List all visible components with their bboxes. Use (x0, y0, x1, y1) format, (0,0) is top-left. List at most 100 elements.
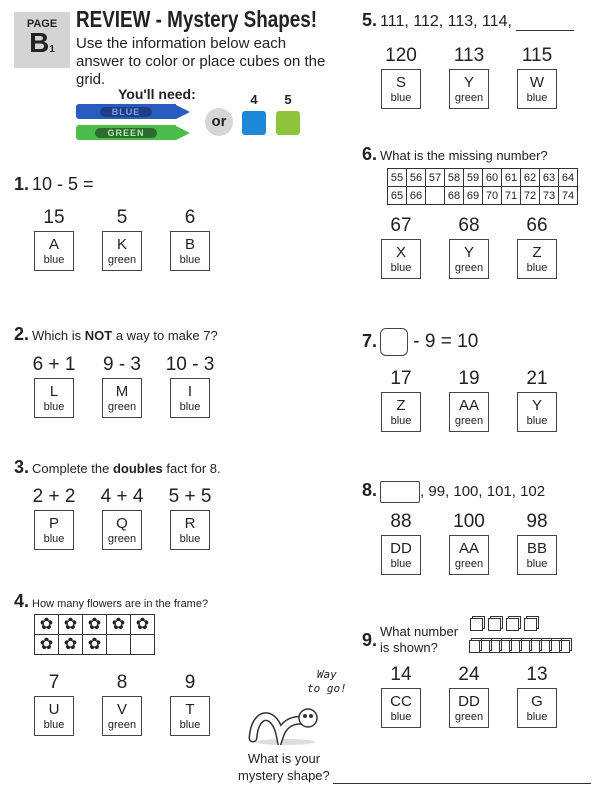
answer-choice[interactable]: 113 Y green (449, 45, 489, 109)
answers-q8: 88 DD blue 100 AA green 98 BB blue (381, 511, 557, 575)
answer-box[interactable]: S blue (381, 69, 421, 109)
answer-value: 5 (116, 207, 128, 228)
answer-choice[interactable]: 19 AA green (449, 368, 489, 432)
answer-box[interactable]: G blue (517, 688, 557, 728)
answer-value: 24 (458, 664, 480, 685)
answer-box[interactable]: A blue (34, 231, 74, 271)
flower-icon: ✿ (39, 635, 54, 653)
answer-choice[interactable]: 7 U blue (34, 672, 74, 736)
answer-box[interactable]: I blue (170, 378, 210, 418)
answer-color: blue (390, 91, 412, 104)
answer-choice[interactable]: 14 CC blue (381, 664, 421, 728)
answer-box[interactable]: X blue (381, 239, 421, 279)
grid-cell: 68 (444, 186, 464, 205)
answer-choice[interactable]: 98 BB blue (517, 511, 557, 575)
or-label: or (205, 108, 233, 136)
answer-box[interactable]: Q green (102, 510, 142, 550)
answer-choice[interactable]: 5 + 5 R blue (169, 486, 211, 550)
answer-letter: U (48, 700, 60, 718)
blue-cube-icon (242, 111, 266, 135)
answer-box[interactable]: M green (102, 378, 142, 418)
answer-color: blue (390, 414, 412, 427)
answer-choice[interactable]: 120 S blue (381, 45, 421, 109)
answer-box[interactable]: AA green (449, 535, 489, 575)
answer-color: blue (43, 718, 65, 731)
answer-value: 100 (453, 511, 485, 532)
answer-color: blue (179, 532, 201, 545)
answer-box[interactable]: DD green (449, 688, 489, 728)
answer-letter: L (49, 382, 59, 400)
answer-choice[interactable]: 6 B blue (170, 207, 210, 271)
answer-letter: DD (458, 692, 480, 710)
answer-choice[interactable]: 67 X blue (381, 215, 421, 279)
answers-q4: 7 U blue 8 V green 9 T blue (34, 672, 210, 736)
answer-box[interactable]: V green (102, 696, 142, 736)
answer-box[interactable]: B blue (170, 231, 210, 271)
answer-box[interactable]: T blue (170, 696, 210, 736)
answer-choice[interactable]: 9 - 3 M green (102, 354, 142, 418)
grid-cell: 65 (387, 186, 407, 205)
answer-value: 19 (458, 368, 480, 389)
answer-color: green (454, 261, 484, 274)
answer-box[interactable]: W blue (517, 69, 557, 109)
answer-value: 9 - 3 (102, 354, 142, 375)
page-label: PAGE (26, 18, 58, 30)
answer-color: green (107, 532, 137, 545)
question-6: 6.What is the missing number? (362, 144, 548, 164)
answer-box[interactable]: L blue (34, 378, 74, 418)
answer-choice[interactable]: 88 DD blue (381, 511, 421, 575)
question-1: 1.10 - 5 = (14, 174, 94, 194)
answer-box[interactable]: K green (102, 231, 142, 271)
question-4: 4.How many flowers are in the frame? (14, 591, 209, 611)
answer-choice[interactable]: 10 - 3 I blue (166, 354, 214, 418)
answer-value: 21 (526, 368, 548, 389)
answer-letter: Z (532, 243, 542, 261)
blue-crayon-icon: BLUE (76, 104, 190, 119)
answer-box[interactable]: Y green (449, 239, 489, 279)
answer-choice[interactable]: 21 Y blue (517, 368, 557, 432)
answer-blank-q8[interactable] (380, 481, 421, 504)
answer-box[interactable]: U blue (34, 696, 74, 736)
grid-cell: 73 (539, 186, 559, 205)
answer-choice[interactable]: 9 T blue (170, 672, 210, 736)
answer-box[interactable]: Y green (449, 69, 489, 109)
answer-box[interactable]: Y blue (517, 392, 557, 432)
answer-letter: I (187, 382, 193, 400)
green-cube-icon (276, 111, 300, 135)
answer-choice[interactable]: 13 G blue (517, 664, 557, 728)
answer-choice[interactable]: 17 Z blue (381, 368, 421, 432)
answer-box[interactable]: P blue (34, 510, 74, 550)
answer-letter: Q (116, 514, 128, 532)
answer-choice[interactable]: 8 V green (102, 672, 142, 736)
answer-letter: Z (396, 396, 406, 414)
answer-blank-q7[interactable] (380, 328, 409, 356)
answer-box[interactable]: AA green (449, 392, 489, 432)
answer-box[interactable]: Z blue (517, 239, 557, 279)
answer-choice[interactable]: 15 A blue (34, 207, 74, 271)
answer-choice[interactable]: 100 AA green (449, 511, 489, 575)
worm-icon (248, 708, 318, 745)
ones-cube-icon (506, 618, 519, 631)
answer-letter: AA (458, 539, 479, 557)
answer-choice[interactable]: 4 + 4 Q green (101, 486, 143, 550)
answer-choice[interactable]: 68 Y green (449, 215, 489, 279)
answer-choice[interactable]: 66 Z blue (517, 215, 557, 279)
answer-box[interactable]: R blue (170, 510, 210, 550)
answer-box[interactable]: CC blue (381, 688, 421, 728)
answer-choice[interactable]: 24 DD green (449, 664, 489, 728)
answer-color: blue (179, 400, 201, 413)
answer-letter: CC (390, 692, 412, 710)
answer-box[interactable]: BB blue (517, 535, 557, 575)
answer-box[interactable]: Z blue (381, 392, 421, 432)
answer-blank-q5[interactable] (515, 15, 574, 31)
ten-frame-cell: ✿ (106, 614, 131, 635)
answer-choice[interactable]: 2 + 2 P blue (33, 486, 75, 550)
answer-box[interactable]: DD blue (381, 535, 421, 575)
answer-choice[interactable]: 6 + 1 L blue (33, 354, 75, 418)
answer-choice[interactable]: 115 W blue (517, 45, 557, 109)
answer-choice[interactable]: 5 K green (102, 207, 142, 271)
answer-value: 10 - 3 (165, 354, 215, 375)
mystery-shape-answer-line[interactable] (333, 783, 592, 784)
answers-q9: 14 CC blue 24 DD green 13 G blue (381, 664, 557, 728)
